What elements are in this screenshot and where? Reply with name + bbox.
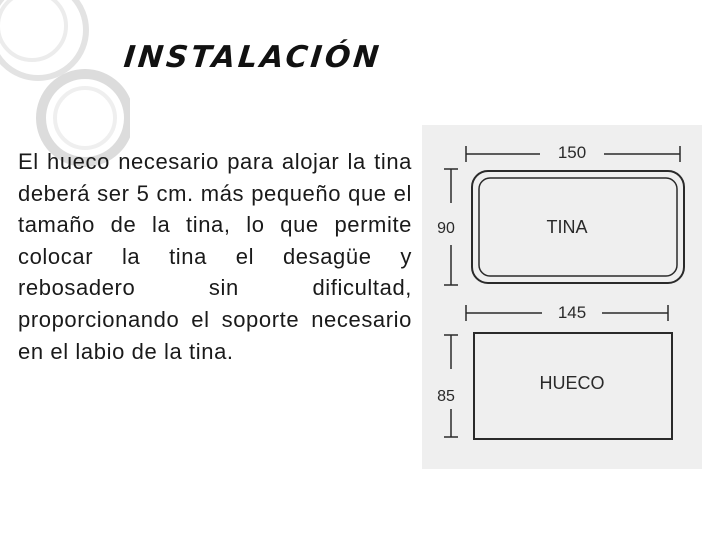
hole-label: HUECO (539, 373, 604, 393)
dimension-diagram: 150 90 TINA 145 85 HU (422, 125, 702, 469)
slide-title: INSTALACIÓN (122, 40, 384, 75)
hole-width-label: 145 (558, 303, 586, 322)
tub-height-label: 90 (437, 220, 455, 237)
hole-width-dimension (465, 305, 669, 321)
tub-width-dimension (465, 146, 681, 162)
tub-label: TINA (546, 217, 587, 237)
hole-outline (473, 332, 673, 440)
decorative-rings (0, 0, 130, 167)
tub-height-dimension (444, 168, 458, 286)
body-paragraph: El hueco necesario para alojar la tina d… (18, 149, 412, 364)
hole-height-label: 85 (437, 388, 455, 405)
tub-inner-outline (478, 177, 678, 277)
tub-width-label: 150 (558, 143, 586, 162)
hole-height-dimension (444, 334, 458, 438)
tub-outline (471, 170, 685, 284)
